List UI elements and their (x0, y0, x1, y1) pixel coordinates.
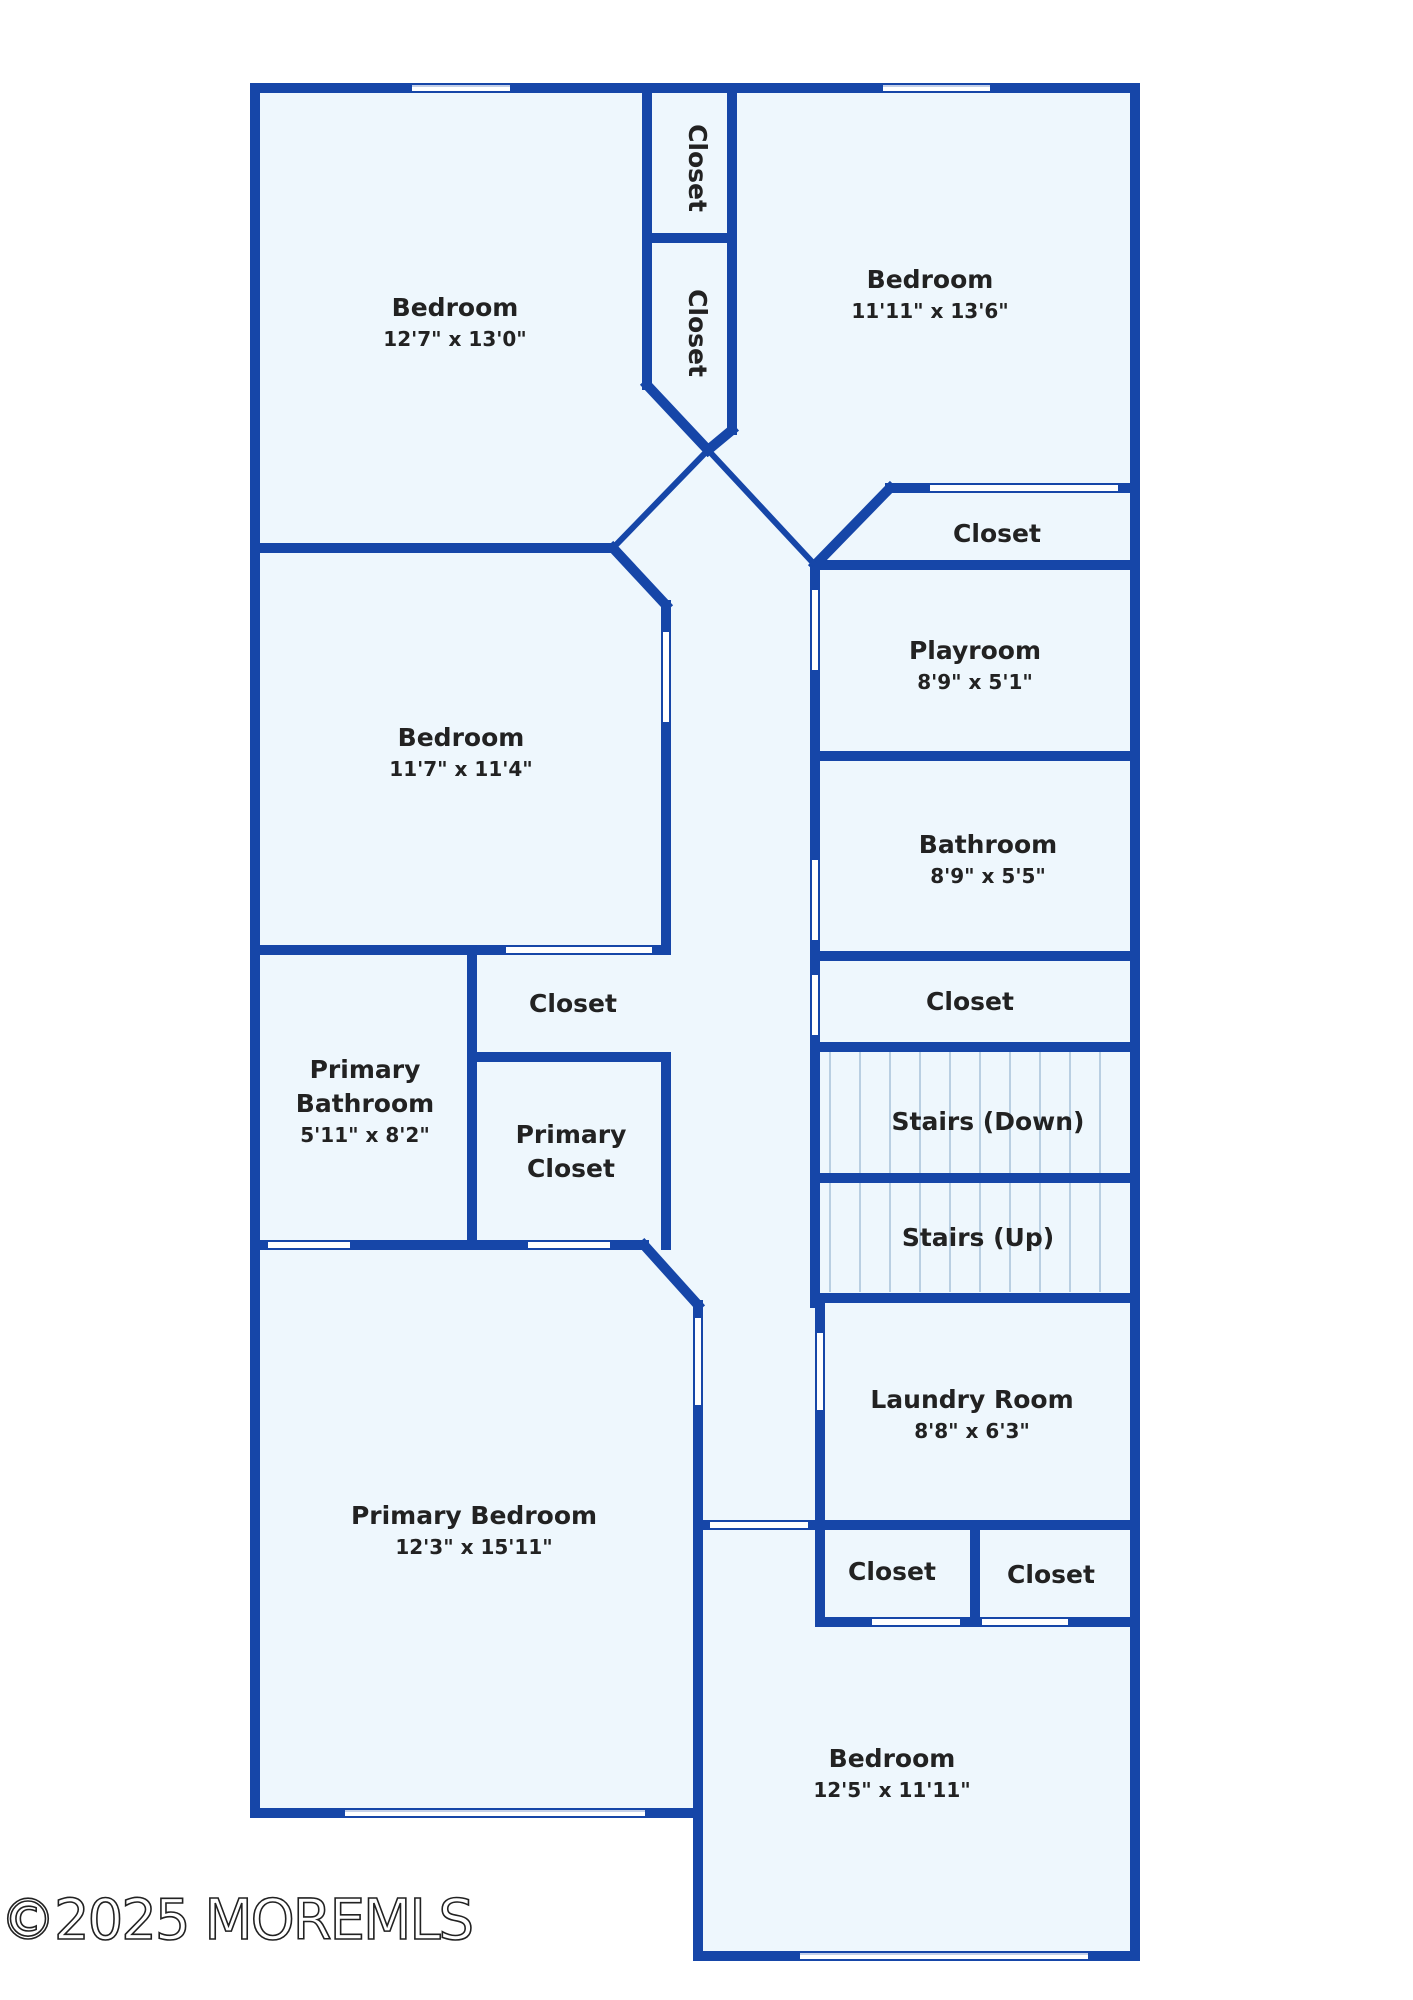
walls (250, 83, 1140, 1961)
room-stairs-up: Stairs (Up) (902, 1223, 1054, 1252)
room-label: Bedroom (392, 293, 519, 322)
room-label-line2: Bathroom (296, 1089, 434, 1118)
room-dims: 12'5" x 11'11" (813, 1778, 970, 1802)
room-closet-west: Closet (529, 989, 617, 1018)
room-label: Closet (926, 987, 1014, 1016)
room-primary-bedroom: Primary Bedroom 12'3" x 15'11" (351, 1501, 597, 1559)
room-label: Laundry Room (870, 1385, 1073, 1414)
room-bedroom-w: Bedroom 11'7" x 11'4" (389, 723, 532, 781)
room-bedroom-ne: Bedroom 11'11" x 13'6" (851, 265, 1008, 323)
room-laundry: Laundry Room 8'8" x 6'3" (870, 1385, 1073, 1443)
hall-diagonals (610, 447, 818, 568)
room-dims: 12'3" x 15'11" (395, 1535, 552, 1559)
room-label: Closet (848, 1557, 936, 1586)
room-label: Bathroom (919, 830, 1057, 859)
room-label-line1: Primary (516, 1120, 627, 1149)
room-bathroom: Bathroom 8'9" x 5'5" (919, 830, 1057, 888)
room-label: Closet (683, 124, 712, 212)
room-label: Bedroom (398, 723, 525, 752)
room-closet-se-right: Closet (1007, 1560, 1095, 1589)
windows (268, 85, 1118, 1959)
room-primary-bathroom: Primary Bathroom 5'11" x 8'2" (296, 1055, 434, 1147)
room-closet-north-lower: Closet (683, 289, 712, 377)
window-frames (345, 85, 1088, 1955)
watermark: ©2025 MOREMLS (0, 1887, 475, 1954)
room-primary-closet: Primary Closet (516, 1120, 627, 1183)
room-bedroom-se: Bedroom 12'5" x 11'11" (813, 1744, 970, 1802)
room-dims: 8'9" x 5'1" (917, 670, 1033, 694)
room-dims: 12'7" x 13'0" (383, 327, 526, 351)
room-label: Closet (953, 519, 1041, 548)
room-closet-north-upper: Closet (683, 124, 712, 212)
room-label: Playroom (909, 636, 1041, 665)
room-label: Stairs (Up) (902, 1223, 1054, 1252)
room-playroom: Playroom 8'9" x 5'1" (909, 636, 1041, 694)
room-label: Closet (683, 289, 712, 377)
room-dims: 11'7" x 11'4" (389, 757, 532, 781)
room-label: Closet (529, 989, 617, 1018)
room-label-line1: Primary (310, 1055, 421, 1084)
room-label: Primary Bedroom (351, 1501, 597, 1530)
room-dims: 11'11" x 13'6" (851, 299, 1008, 323)
room-bedroom-nw: Bedroom 12'7" x 13'0" (383, 293, 526, 351)
room-closet-east: Closet (926, 987, 1014, 1016)
room-stairs-down: Stairs (Down) (892, 1107, 1085, 1136)
room-label: Stairs (Down) (892, 1107, 1085, 1136)
room-dims: 5'11" x 8'2" (300, 1123, 430, 1147)
floor-area (255, 88, 1135, 1956)
room-label: Bedroom (867, 265, 994, 294)
room-closet-se-left: Closet (848, 1557, 936, 1586)
room-label: Closet (1007, 1560, 1095, 1589)
stair-treads (829, 1052, 1101, 1292)
room-dims: 8'8" x 6'3" (914, 1419, 1030, 1443)
room-label: Bedroom (829, 1744, 956, 1773)
room-label-line2: Closet (527, 1154, 615, 1183)
room-dims: 8'9" x 5'5" (930, 864, 1046, 888)
room-closet-ne: Closet (953, 519, 1041, 548)
